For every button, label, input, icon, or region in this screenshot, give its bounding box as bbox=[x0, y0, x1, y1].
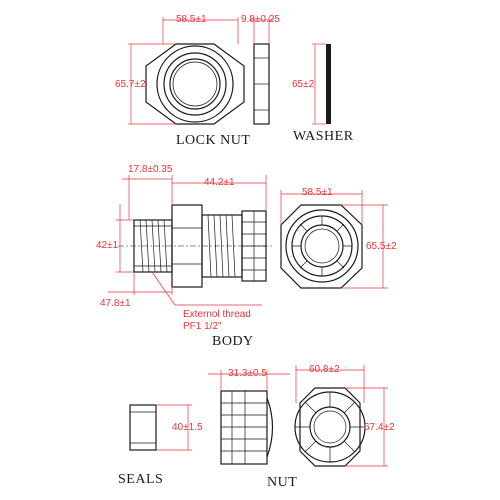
nut-end-width-dimension bbox=[295, 365, 365, 403]
nut-end-width-label: 60.8±2 bbox=[309, 364, 340, 375]
body-thread-note-line2: PF1 1/2" bbox=[183, 321, 222, 332]
lock-nut-width-dimension bbox=[162, 17, 239, 44]
washer-title: WASHER bbox=[293, 129, 354, 144]
lock-nut-title: LOCK NUT bbox=[176, 133, 250, 148]
body-end-width-label: 58.5±1 bbox=[302, 187, 333, 198]
lock-nut-height-dimension bbox=[128, 43, 176, 125]
lock-nut-side-view bbox=[253, 43, 270, 125]
lock-nut-height-label: 65.7±2 bbox=[115, 79, 146, 90]
lock-nut-width-label: 58.5±1 bbox=[176, 14, 207, 25]
body-thread-note-line1: Externol thread bbox=[183, 309, 251, 320]
nut-width-label: 31.3±0.5 bbox=[228, 368, 267, 379]
body-end-height-label: 65.5±2 bbox=[366, 241, 397, 252]
lock-nut-thickness-dimension bbox=[249, 17, 274, 44]
body-side-view bbox=[118, 204, 274, 288]
nut-title: NUT bbox=[267, 475, 297, 490]
body-bottom-dimension bbox=[108, 272, 173, 295]
body-top-right-label: 44.2±1 bbox=[204, 177, 235, 188]
body-left-dimension bbox=[116, 204, 134, 273]
body-end-width-dimension bbox=[280, 190, 363, 225]
lock-nut-view bbox=[145, 43, 245, 125]
body-top-left-label: 17.8±0.35 bbox=[128, 164, 173, 175]
seals-side-view bbox=[129, 404, 157, 451]
body-bottom-label: 47.8±1 bbox=[100, 298, 131, 309]
body-top-left-dimension bbox=[122, 175, 173, 220]
body-title: BODY bbox=[212, 334, 254, 349]
body-left-label: 42±1 bbox=[96, 240, 119, 251]
seals-height-label: 40±1.5 bbox=[172, 422, 203, 433]
nut-end-height-dimension bbox=[345, 387, 388, 467]
nut-end-view bbox=[294, 387, 366, 467]
seals-title: SEALS bbox=[118, 472, 163, 487]
body-end-height-dimension bbox=[341, 204, 388, 289]
nut-side-view bbox=[220, 390, 274, 465]
body-end-view bbox=[280, 204, 363, 289]
washer-side-view bbox=[326, 44, 331, 124]
lock-nut-thickness-label: 9.8±0.25 bbox=[241, 14, 280, 25]
body-top-right-dimension bbox=[172, 175, 267, 211]
nut-width-dimension bbox=[208, 370, 290, 391]
nut-end-height-label: 67.4±2 bbox=[364, 422, 395, 433]
washer-height-label: 65±2 bbox=[292, 79, 315, 90]
seals-height-dimension bbox=[156, 404, 192, 451]
body-thread-leader bbox=[151, 271, 262, 306]
washer-height-dimension bbox=[312, 43, 326, 125]
